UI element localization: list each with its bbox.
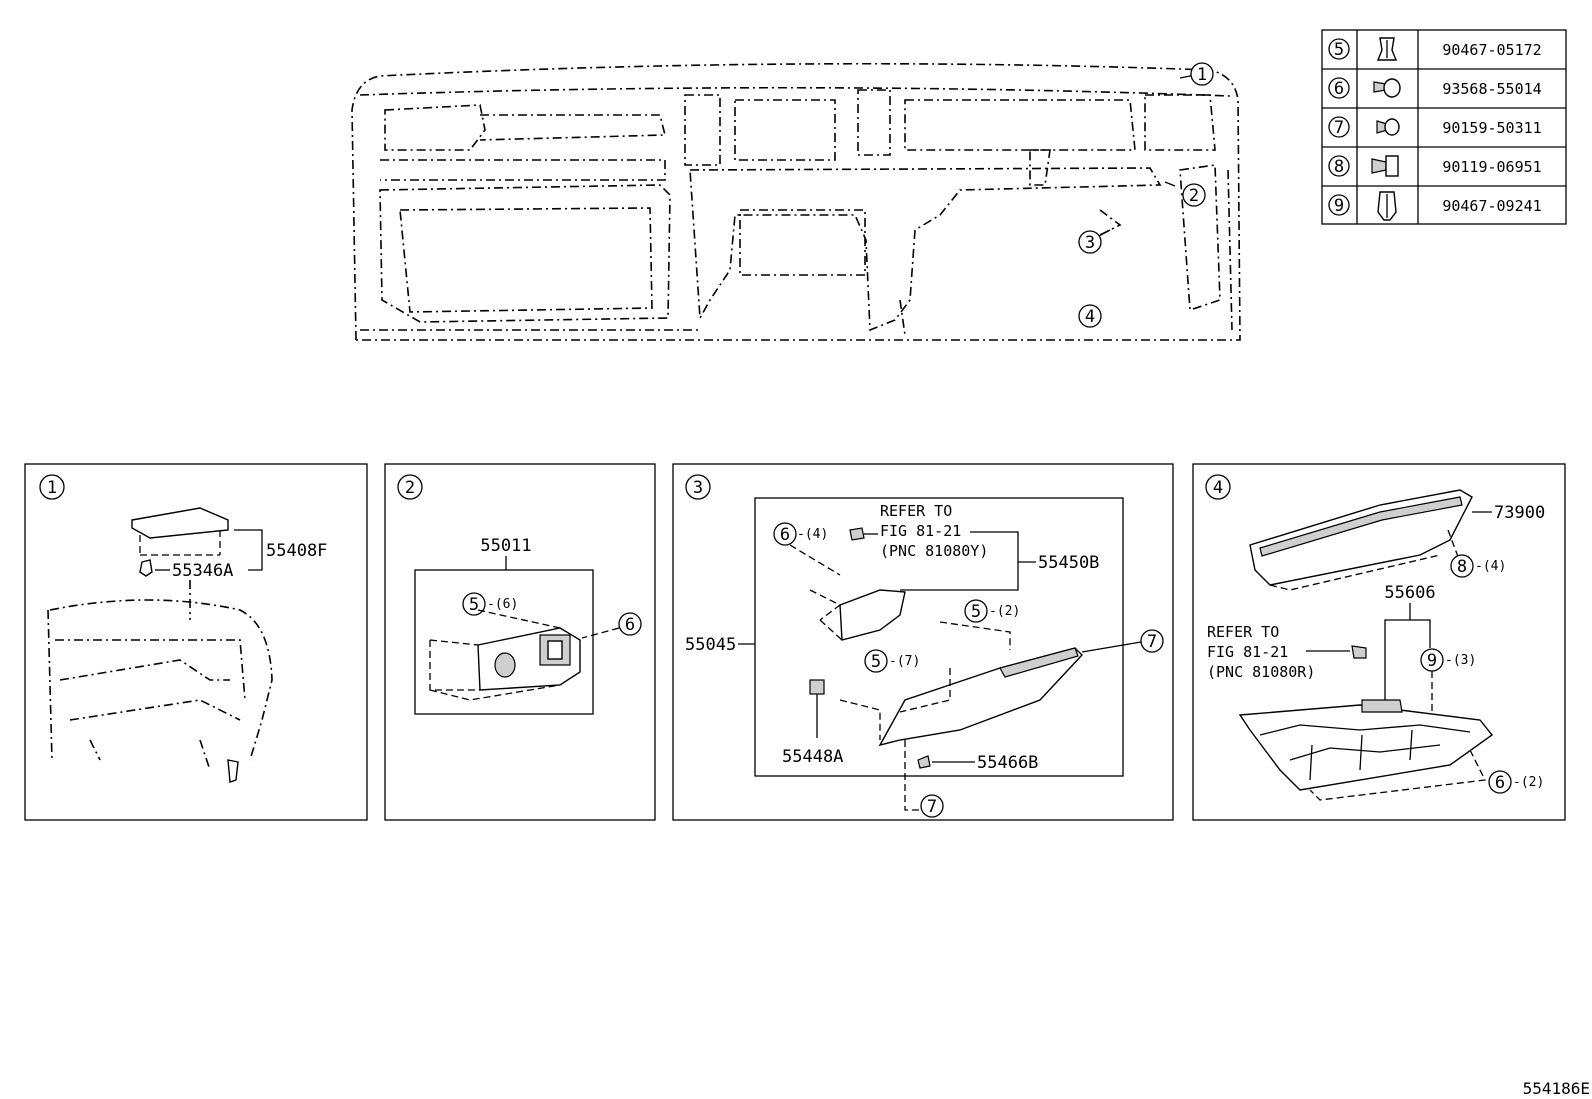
table-part: 90467-05172	[1442, 41, 1541, 59]
overview-callout-3: 3	[1085, 233, 1095, 253]
panel-3-qty-5a: -(2)	[989, 604, 1020, 619]
panel-2-callout-5: 5	[469, 595, 479, 615]
panel-4-refer-line-1: REFER TO	[1207, 623, 1279, 641]
part-55448A: 55448A	[782, 747, 843, 767]
part-55450B: 55450B	[1038, 553, 1099, 573]
panel-3-refer-line-2: FIG 81-21	[880, 522, 961, 540]
glove-compartment-lower	[1238, 704, 1494, 791]
panel-1: 1 55346A 55408F	[24, 463, 368, 821]
table-callout: 5	[1334, 40, 1344, 60]
panel-4-number: 4	[1213, 478, 1223, 498]
panel-3-callout-5a: 5	[971, 602, 981, 622]
table-part: 90467-09241	[1442, 197, 1541, 215]
part-55606: 55606	[1384, 583, 1435, 603]
table-callout: 6	[1334, 79, 1344, 99]
panel-3: 3 REFER TO FIG 81-21 (PNC 81080Y) 55450B…	[672, 463, 1174, 821]
panel-2-callout-6: 6	[625, 615, 635, 635]
panel-3-refer-line-3: (PNC 81080Y)	[880, 542, 988, 560]
panel-3-callout-7a: 7	[1147, 632, 1157, 652]
panel-4-callout-8: 8	[1457, 557, 1467, 577]
overview-callouts: 1 2 3 4	[1078, 62, 1214, 328]
panel-3-callout-6: 6	[780, 525, 790, 545]
panel-3-number: 3	[693, 478, 703, 498]
panel-3-refer-line-1: REFER TO	[880, 502, 952, 520]
part-55346A: 55346A	[172, 561, 233, 581]
part-73900: 73900	[1494, 503, 1545, 523]
part-55045: 55045	[685, 635, 736, 655]
panel-4-refer-line-2: FIG 81-21	[1207, 643, 1288, 661]
panel-4-qty-6: -(2)	[1513, 775, 1544, 790]
panel-3-qty-5b: -(7)	[889, 654, 920, 669]
panel-4-qty-9: -(3)	[1445, 653, 1476, 668]
figure-id: 554186E	[1523, 1079, 1590, 1098]
panel-2-number: 2	[405, 478, 415, 498]
part-55408F: 55408F	[266, 541, 327, 561]
overview-callout-2: 2	[1189, 186, 1199, 206]
screw-icon	[1373, 78, 1401, 98]
table-callout: 8	[1334, 157, 1344, 177]
table-part: 90159-50311	[1442, 119, 1541, 137]
table-callout: 9	[1334, 196, 1344, 216]
overview-callout-1: 1	[1197, 65, 1207, 85]
glove-box-door	[878, 647, 1083, 747]
screw-small-icon	[1376, 118, 1400, 136]
clip-part	[139, 559, 153, 577]
clip-large-icon	[1377, 191, 1397, 221]
part-55011: 55011	[480, 536, 531, 556]
lid-part	[131, 507, 229, 539]
fastener-table: 5 90467-05172 6 93568-55014 7 90159-5031…	[1321, 29, 1567, 225]
panel-4-qty-8: -(4)	[1475, 559, 1506, 574]
dashboard-overview	[351, 62, 1241, 341]
panel-4: 4 73900 8 -(4) 55606 REFER TO FIG 81-21 …	[1192, 463, 1566, 821]
panel-4-callout-6: 6	[1495, 773, 1505, 793]
panel-3-callout-5b: 5	[871, 652, 881, 672]
clip-icon	[1376, 37, 1398, 61]
bolt-icon	[1371, 155, 1399, 177]
panel-3-callout-7b: 7	[927, 797, 937, 817]
panel-2: 2 55011 5 -(6) 6	[384, 463, 656, 821]
table-part: 93568-55014	[1442, 80, 1541, 98]
panel-3-qty-6: -(4)	[797, 527, 828, 542]
table-part: 90119-06951	[1442, 158, 1541, 176]
table-callout: 7	[1334, 118, 1344, 138]
panel-4-refer-line-3: (PNC 81080R)	[1207, 663, 1315, 681]
panel-1-number: 1	[47, 478, 57, 498]
box-latch-part	[839, 589, 906, 641]
overview-callout-4: 4	[1085, 307, 1095, 327]
panel-2-qty-5: -(6)	[487, 597, 518, 612]
panel-4-callout-9: 9	[1427, 651, 1437, 671]
part-55466B: 55466B	[977, 753, 1038, 773]
